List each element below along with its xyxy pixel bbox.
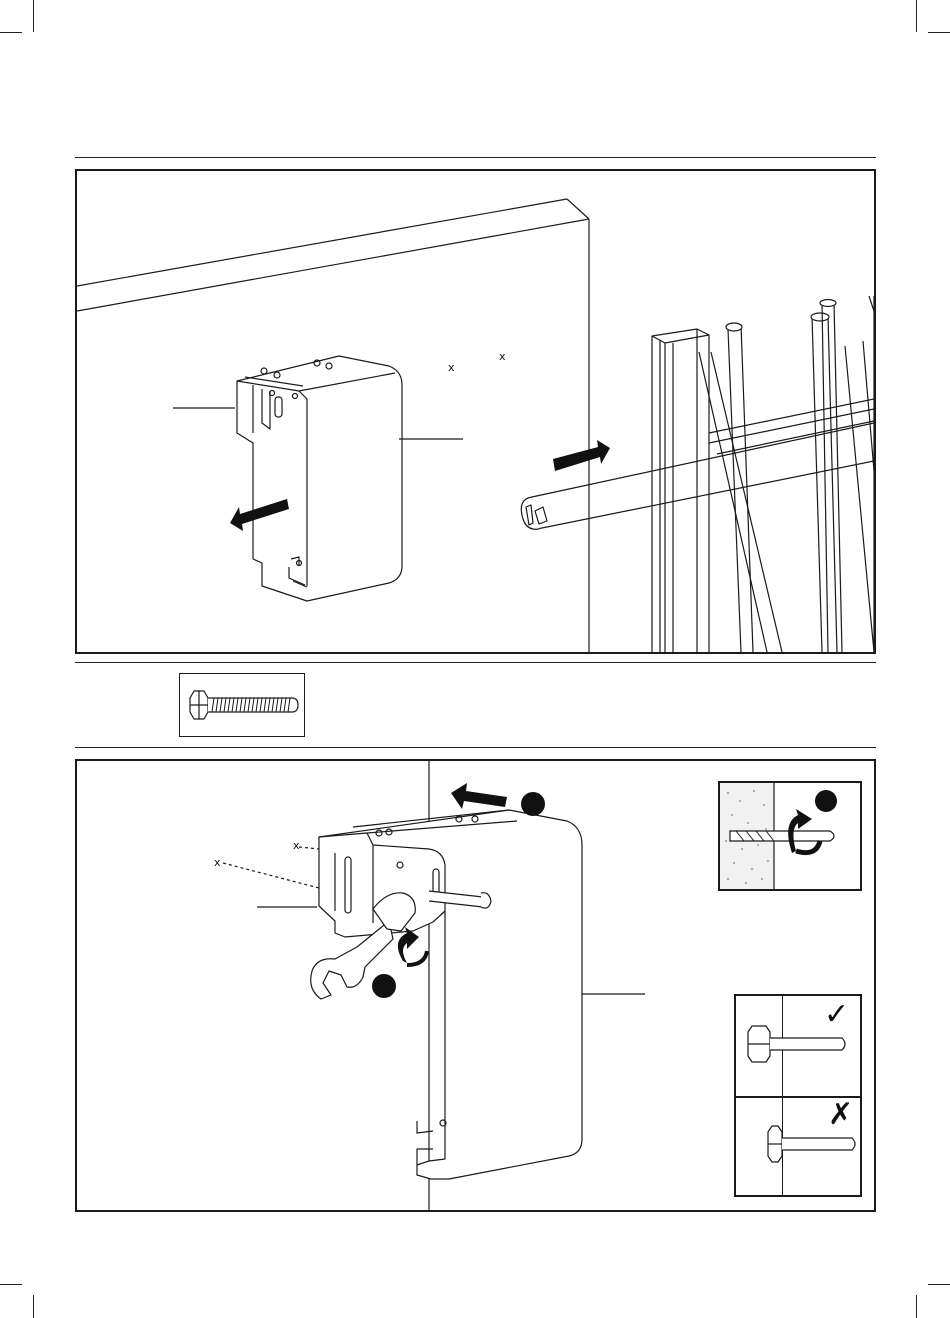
crop-mark-top-right-v [916, 0, 917, 32]
drill-inset [718, 781, 862, 891]
cross-icon: ✗ [828, 1100, 853, 1130]
drill-bit-icon [720, 783, 860, 889]
step1-mark-b: x [499, 351, 506, 362]
step-dot-2 [372, 974, 396, 998]
step1-mark-a: x [448, 362, 455, 373]
rule-top [75, 157, 876, 158]
step2-mark-b: x [214, 857, 221, 868]
step-dot-1 [521, 792, 545, 816]
arrow-right-icon [553, 440, 610, 471]
crop-mark-top-left-h [0, 32, 22, 33]
crop-mark-top-left-v [33, 0, 34, 32]
crop-mark-bottom-right-h [928, 1284, 950, 1285]
step2-panel: x x [75, 759, 876, 1212]
crop-mark-bottom-right-v [916, 1295, 917, 1318]
crop-mark-bottom-left-h [0, 1284, 22, 1285]
hex-bolt-icon [180, 674, 304, 736]
crop-mark-top-right-h [928, 32, 950, 33]
parts-box [179, 673, 305, 737]
check-icon: ✓ [824, 1000, 849, 1030]
arrow-left-icon [451, 783, 507, 809]
crop-mark-bottom-left-v [33, 1295, 34, 1318]
step1-panel: x x [75, 169, 876, 654]
step2-mark-a: x [293, 840, 300, 851]
rule-middle-bottom [75, 747, 876, 748]
step1-illustration [77, 171, 874, 652]
rule-middle-top [75, 662, 876, 663]
bolt-check-inset: ✓ ✗ [734, 994, 862, 1197]
